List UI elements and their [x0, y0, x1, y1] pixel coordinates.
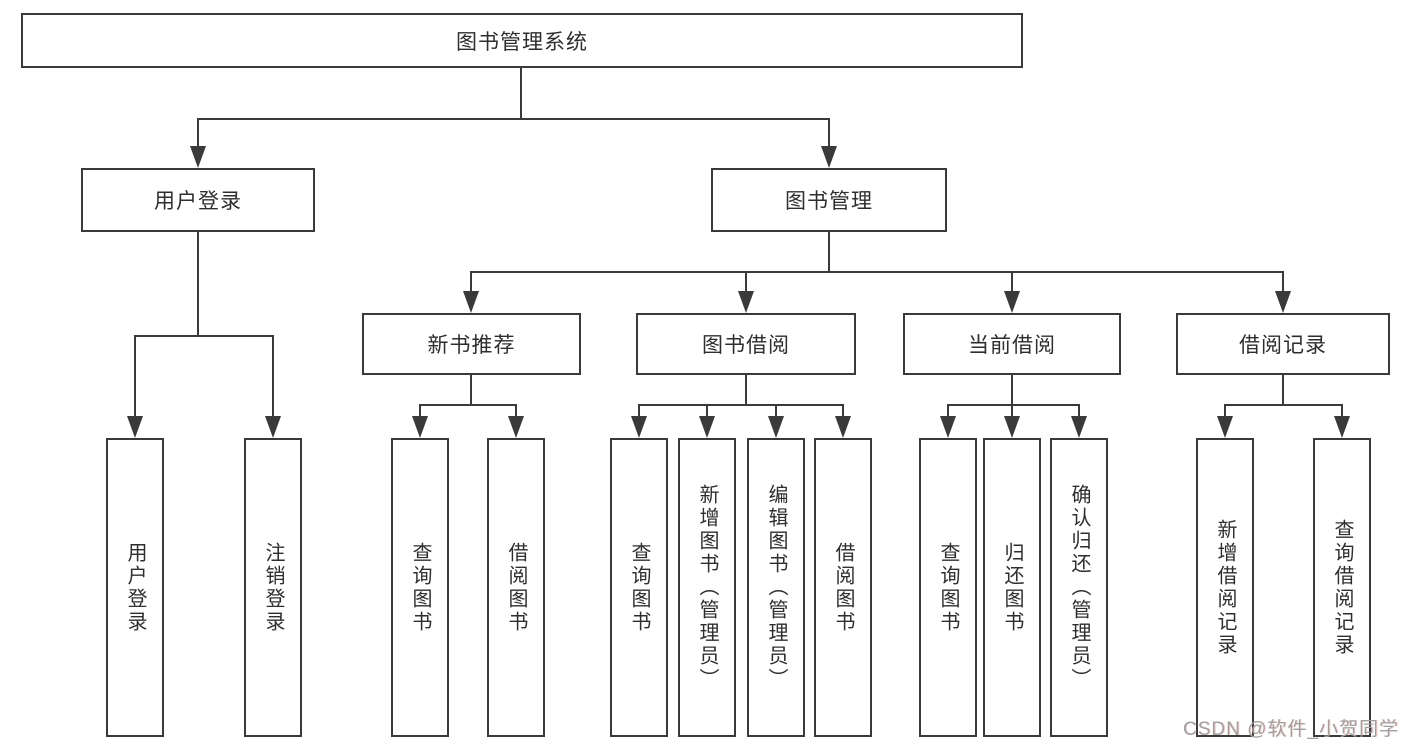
leaf-user-login: 用户登录: [106, 438, 164, 737]
edge-borrow-records-split: [1224, 404, 1343, 406]
node-current-borrowing: 当前借阅: [903, 313, 1121, 375]
edge-drop-new-book: [470, 271, 472, 293]
edge-root-split: [197, 118, 830, 120]
edge-drop-book-borrowing: [745, 271, 747, 293]
arrow-book-borrowing: [738, 291, 754, 313]
edge-drop-leaf-logout: [272, 335, 274, 420]
edge-drop-leaf-login: [134, 335, 136, 420]
edge-drop-current-borrowing: [1011, 271, 1013, 293]
node-user-login: 用户登录: [81, 168, 315, 232]
edge-drop: [775, 404, 777, 418]
leaf-edit-book-admin: 编辑图书（管理员）: [747, 438, 805, 737]
node-new-book-recommend: 新书推荐: [362, 313, 581, 375]
edge-new-book-stem: [470, 375, 472, 406]
arrow-leaf: [1004, 416, 1020, 438]
arrow-leaf: [631, 416, 647, 438]
edge-drop: [706, 404, 708, 418]
edge-book-management-stem: [828, 232, 830, 273]
arrow-leaf: [835, 416, 851, 438]
arrow-current-borrowing: [1004, 291, 1020, 313]
node-book-management: 图书管理: [711, 168, 947, 232]
edge-book-borrowing-split: [638, 404, 844, 406]
edge-new-book-split: [419, 404, 517, 406]
node-library-system: 图书管理系统: [21, 13, 1023, 68]
leaf-query-books-recommend: 查询图书: [391, 438, 449, 737]
arrow-leaf: [699, 416, 715, 438]
edge-drop: [419, 404, 421, 418]
arrow-leaf: [1334, 416, 1350, 438]
arrow-leaf: [508, 416, 524, 438]
edge-drop: [842, 404, 844, 418]
edge-drop-user-login: [197, 118, 199, 150]
leaf-borrow-books-recommend: 借阅图书: [487, 438, 545, 737]
edge-drop: [947, 404, 949, 418]
edge-drop: [1011, 404, 1013, 418]
edge-root-stem: [520, 68, 522, 119]
edge-drop-borrow-records: [1282, 271, 1284, 293]
arrow-leaf-login: [127, 416, 143, 438]
edge-book-borrowing-stem: [745, 375, 747, 406]
edge-drop-book-management: [828, 118, 830, 150]
edge-drop: [638, 404, 640, 418]
arrow-leaf: [940, 416, 956, 438]
edge-book-management-split: [470, 271, 1284, 273]
node-borrow-records: 借阅记录: [1176, 313, 1390, 375]
edge-user-login-split: [134, 335, 274, 337]
leaf-return-book: 归还图书: [983, 438, 1041, 737]
arrow-user-login: [190, 146, 206, 168]
edge-current-borrowing-stem: [1011, 375, 1013, 406]
arrow-leaf-logout: [265, 416, 281, 438]
leaf-add-borrow-record: 新增借阅记录: [1196, 438, 1254, 737]
edge-user-login-stem: [197, 232, 199, 337]
arrow-borrow-records: [1275, 291, 1291, 313]
edge-borrow-records-stem: [1282, 375, 1284, 406]
edge-drop: [1078, 404, 1080, 418]
arrow-leaf: [768, 416, 784, 438]
csdn-watermark: CSDN @软件_小贺同学: [1183, 719, 1399, 740]
arrow-leaf: [412, 416, 428, 438]
leaf-query-books-borrowing: 查询图书: [610, 438, 668, 737]
arrow-leaf: [1071, 416, 1087, 438]
edge-drop: [1341, 404, 1343, 418]
leaf-confirm-return-admin: 确认归还（管理员）: [1050, 438, 1108, 737]
leaf-add-book-admin: 新增图书（管理员）: [678, 438, 736, 737]
edge-current-borrowing-split: [947, 404, 1080, 406]
leaf-query-borrow-record: 查询借阅记录: [1313, 438, 1371, 737]
arrow-leaf: [1217, 416, 1233, 438]
leaf-borrow-books-borrowing: 借阅图书: [814, 438, 872, 737]
edge-drop: [1224, 404, 1226, 418]
edge-drop: [515, 404, 517, 418]
leaf-logout: 注销登录: [244, 438, 302, 737]
node-book-borrowing: 图书借阅: [636, 313, 856, 375]
leaf-query-books-current: 查询图书: [919, 438, 977, 737]
arrow-new-book: [463, 291, 479, 313]
arrow-book-management: [821, 146, 837, 168]
